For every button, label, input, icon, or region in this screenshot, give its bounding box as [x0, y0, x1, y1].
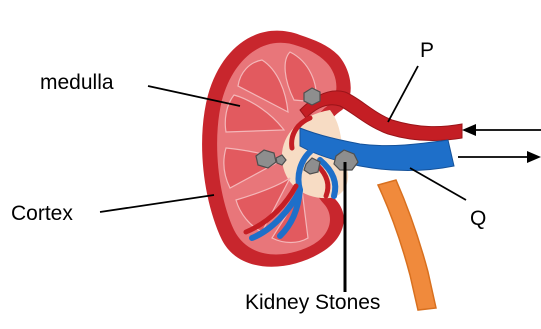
kidney-stones-label: Kidney Stones	[245, 292, 380, 313]
arrow-right-icon	[458, 151, 541, 163]
p-pointer	[388, 66, 418, 122]
cortex-label: Cortex	[11, 203, 73, 224]
ureter	[378, 180, 436, 310]
arrow-left-icon	[462, 124, 541, 136]
cortex-pointer	[100, 195, 214, 212]
q-label: Q	[470, 208, 486, 229]
medulla-label: medulla	[40, 72, 114, 93]
p-label: P	[420, 40, 434, 61]
q-pointer	[410, 168, 466, 200]
